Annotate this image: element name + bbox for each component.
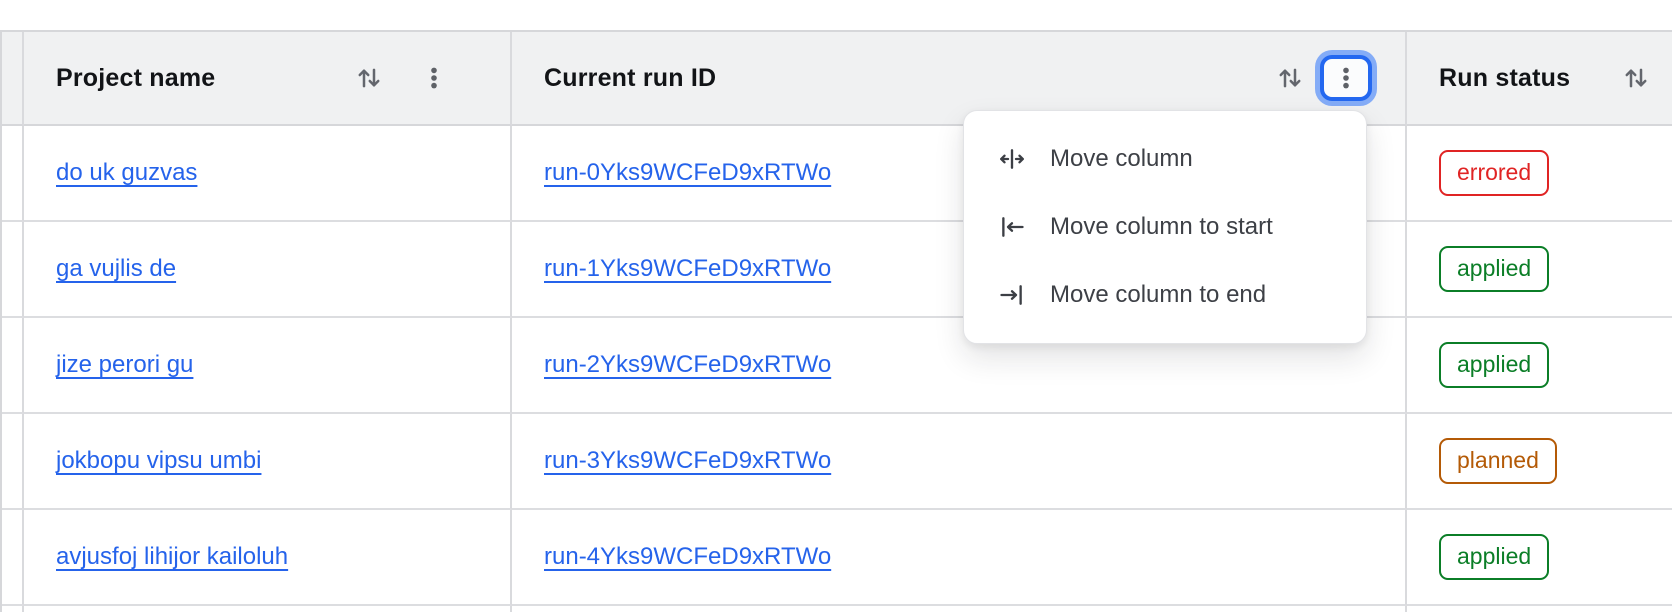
table-row-cell-project: avjusfoj lihijor kailoluh xyxy=(24,510,512,606)
row-gutter-cell xyxy=(2,126,24,222)
column-header-project-name: Project name xyxy=(24,32,512,126)
status-badge: errored xyxy=(1439,149,1550,197)
column-header-label: Run status xyxy=(1439,63,1571,92)
sort-icon[interactable] xyxy=(1275,63,1305,93)
row-gutter-cell xyxy=(2,606,24,612)
table-row-cell-run-id xyxy=(512,606,1407,612)
table-row-cell-run-id: run-4Yks9WCFeD9xRTWo xyxy=(512,510,1407,606)
project-link[interactable]: avjusfoj lihijor kailoluh xyxy=(56,543,289,570)
column-menu-button[interactable] xyxy=(1320,55,1372,101)
status-badge: applied xyxy=(1439,245,1550,293)
table-row-cell-status: errored xyxy=(1407,126,1672,222)
project-link[interactable]: do uk guzvas xyxy=(56,159,198,186)
project-link[interactable]: jokbopu vipsu umbi xyxy=(56,447,262,474)
menu-item-label: Move column to start xyxy=(1050,213,1273,240)
run-id-link[interactable]: run-2Yks9WCFeD9xRTWo xyxy=(544,351,832,378)
projects-table: Project name Current run ID xyxy=(0,30,1672,612)
table-row-cell-project xyxy=(24,606,512,612)
kebab-menu-icon xyxy=(1332,64,1360,92)
row-gutter-cell xyxy=(2,414,24,510)
run-id-link[interactable]: run-4Yks9WCFeD9xRTWo xyxy=(544,543,832,570)
run-id-link[interactable]: run-1Yks9WCFeD9xRTWo xyxy=(544,255,832,282)
status-badge: planned xyxy=(1439,437,1557,485)
sort-icon[interactable] xyxy=(354,63,384,93)
column-options-menu: Move column Move column to start Move co… xyxy=(963,110,1367,344)
project-link[interactable]: ga vujlis de xyxy=(56,255,177,282)
column-header-run-status: Run status xyxy=(1407,32,1672,126)
column-header-label: Project name xyxy=(56,63,216,92)
header-gutter-cell xyxy=(2,32,24,126)
row-gutter-cell xyxy=(2,222,24,318)
column-header-current-run-id: Current run ID xyxy=(512,32,1407,126)
kebab-menu-icon[interactable] xyxy=(420,64,448,92)
table-row-cell-project: jize perori gu xyxy=(24,318,512,414)
run-id-link[interactable]: run-0Yks9WCFeD9xRTWo xyxy=(544,159,832,186)
move-column-to-end-icon xyxy=(998,281,1026,309)
status-badge: applied xyxy=(1439,533,1550,581)
row-gutter-cell xyxy=(2,318,24,414)
move-column-icon xyxy=(998,145,1026,173)
table-row-cell-project: do uk guzvas xyxy=(24,126,512,222)
menu-item-move-column[interactable]: Move column xyxy=(964,125,1366,193)
sort-icon[interactable] xyxy=(1621,63,1651,93)
menu-item-move-column-to-end[interactable]: Move column to end xyxy=(964,261,1366,329)
table-row-cell-status: planned xyxy=(1407,414,1672,510)
menu-item-label: Move column to end xyxy=(1050,281,1267,308)
status-badge: applied xyxy=(1439,341,1550,389)
table-row-cell-status: applied xyxy=(1407,318,1672,414)
table-row-cell-run-id: run-3Yks9WCFeD9xRTWo xyxy=(512,414,1407,510)
menu-item-move-column-to-start[interactable]: Move column to start xyxy=(964,193,1366,261)
table-row-cell-project: ga vujlis de xyxy=(24,222,512,318)
table-row-cell-status: applied xyxy=(1407,510,1672,606)
move-column-to-start-icon xyxy=(998,213,1026,241)
run-id-link[interactable]: run-3Yks9WCFeD9xRTWo xyxy=(544,447,832,474)
project-link[interactable]: jize perori gu xyxy=(56,351,194,378)
table-row-cell-status xyxy=(1407,606,1672,612)
table-row-cell-status: applied xyxy=(1407,222,1672,318)
table-row-cell-project: jokbopu vipsu umbi xyxy=(24,414,512,510)
menu-item-label: Move column xyxy=(1050,145,1193,172)
column-header-label: Current run ID xyxy=(544,63,717,92)
row-gutter-cell xyxy=(2,510,24,606)
